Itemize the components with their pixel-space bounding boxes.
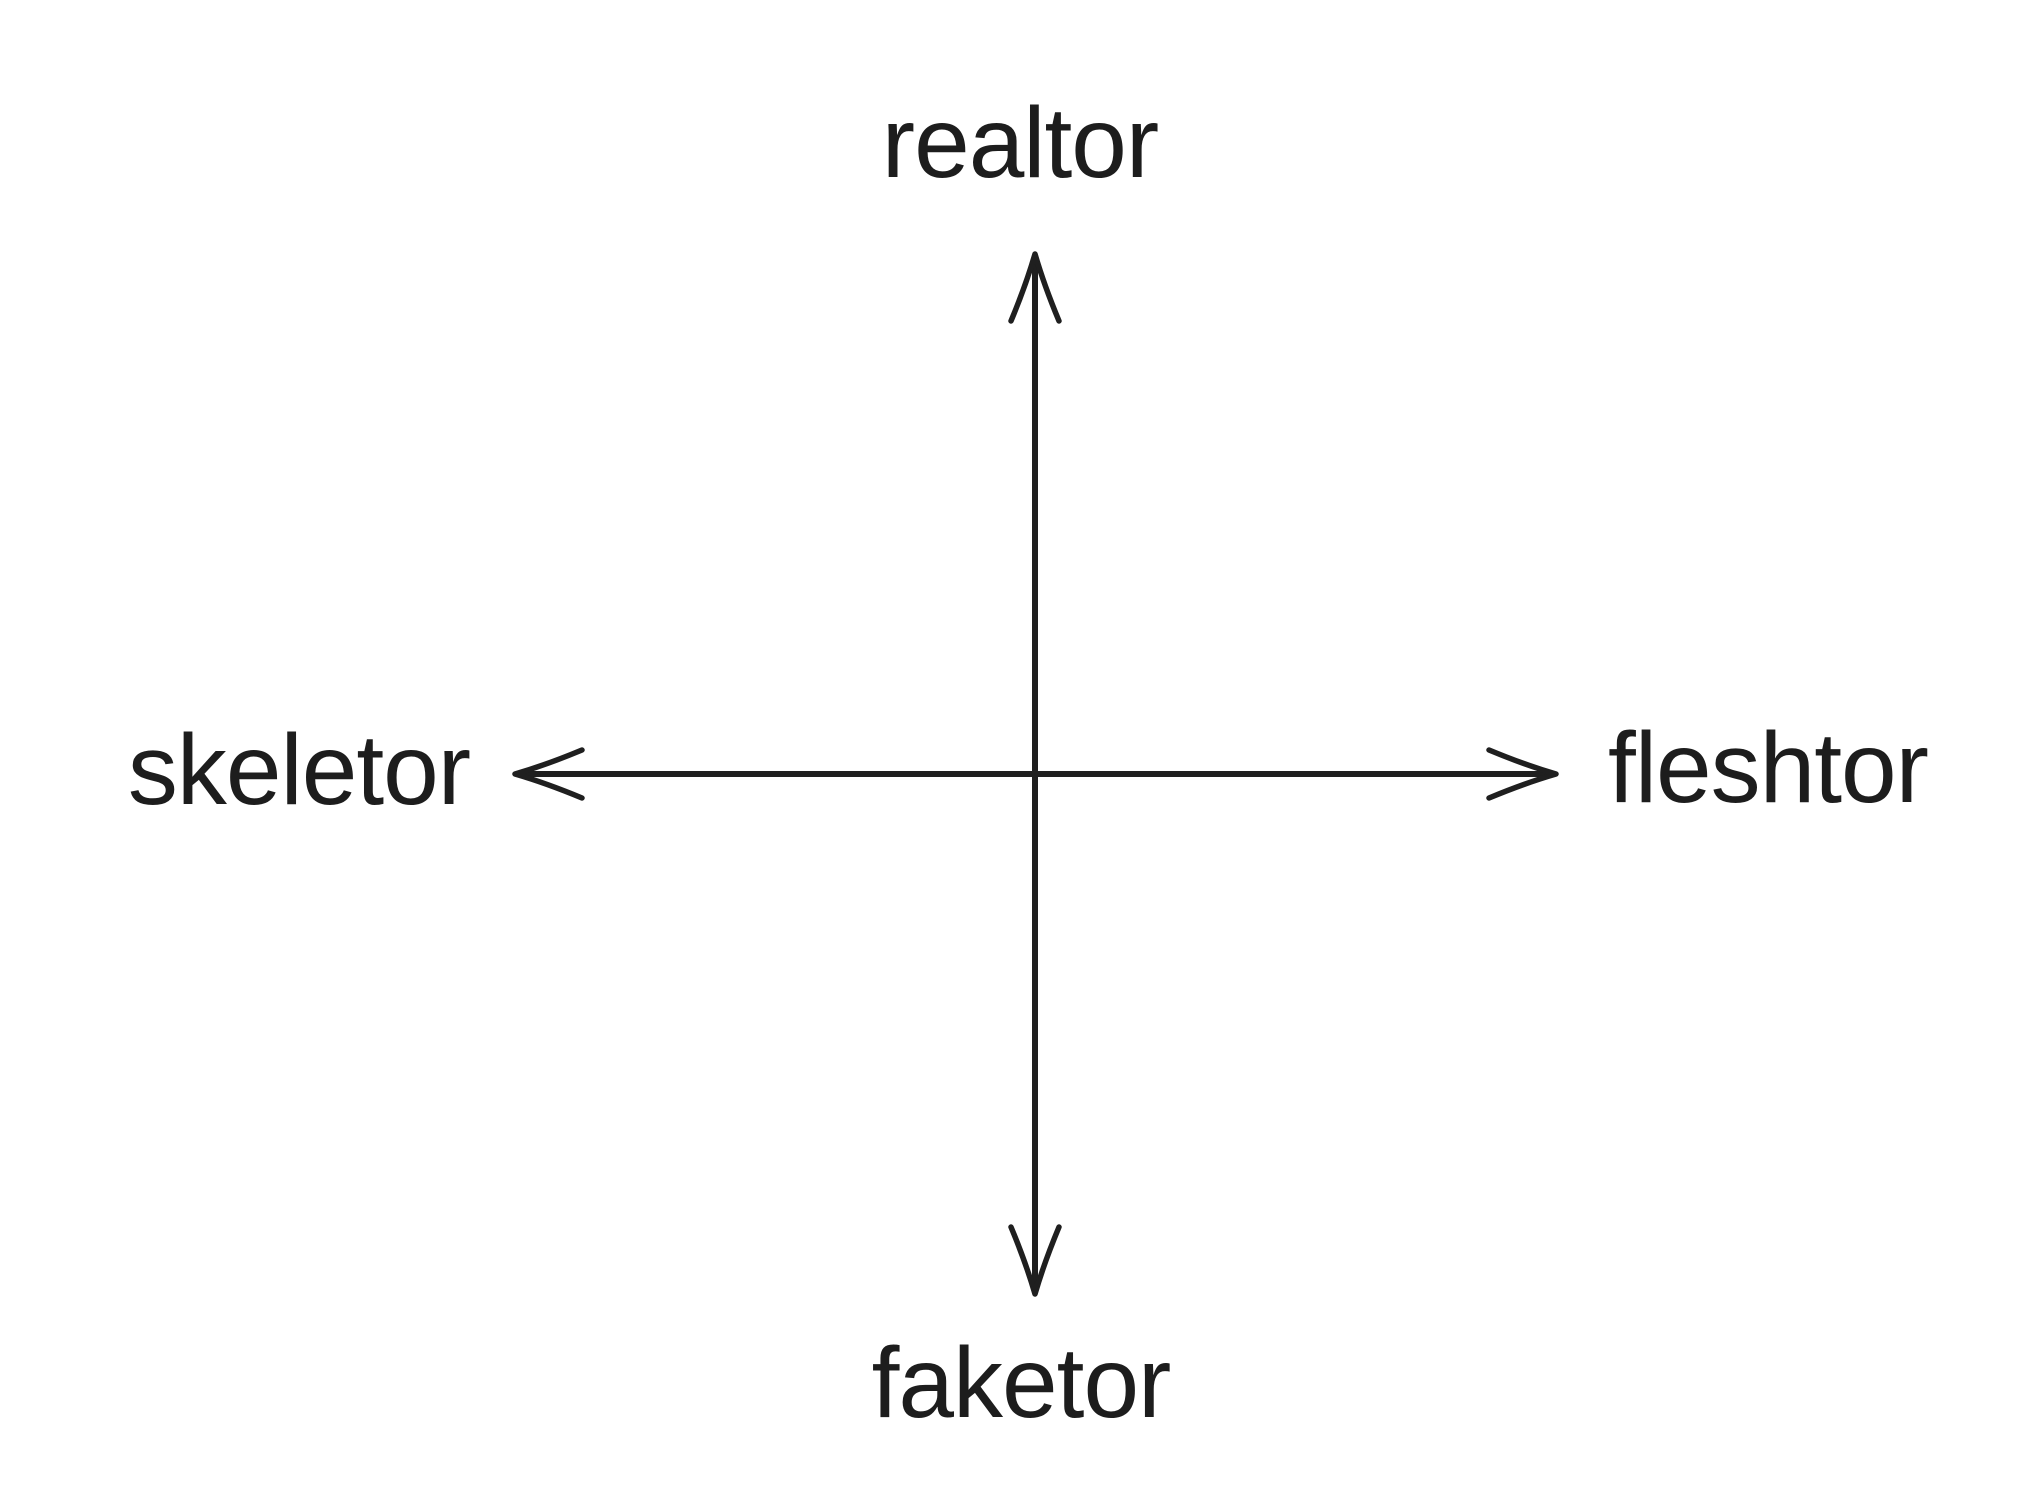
axis-label-right: fleshtor [1608,712,1929,824]
arrow-left-icon [512,747,585,801]
axis-label-left: skeletor [127,714,471,826]
arrow-right-icon [1486,747,1559,801]
arrow-down-icon [1008,1224,1062,1297]
axis-label-bottom: faketor [871,1327,1172,1439]
horizontal-axis-arrow [512,747,1559,801]
arrow-up-icon [1008,251,1062,324]
axis-label-top: realtor [881,87,1159,199]
